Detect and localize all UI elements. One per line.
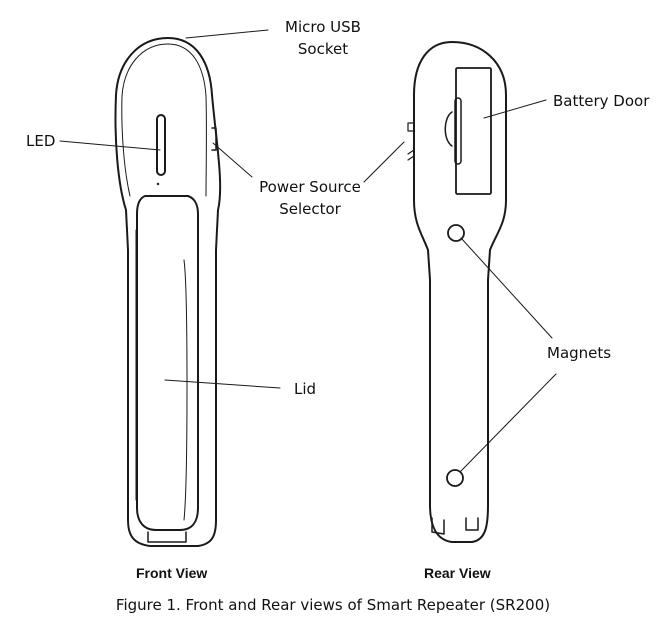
rear-bottom-clip-left	[431, 517, 445, 535]
leader-power-source-front	[212, 142, 253, 178]
figure-caption: Figure 1. Front and Rear views of Smart …	[115, 596, 551, 614]
label-power-source-line2: Selector	[279, 200, 341, 218]
label-power-source-selector: Power Source Selector	[252, 176, 368, 220]
leader-lines	[59, 29, 557, 473]
front-selector-bump	[211, 127, 217, 151]
battery-door	[455, 67, 492, 195]
rear-body-outline	[413, 41, 507, 543]
label-micro-usb-socket: Micro USB Socket	[268, 16, 378, 60]
leader-micro-usb	[185, 29, 269, 39]
label-lid: Lid	[294, 380, 317, 398]
front-lid	[136, 195, 199, 531]
front-body-outline	[114, 37, 222, 547]
label-micro-usb-line1: Micro USB	[285, 18, 361, 36]
leader-magnet-bottom	[459, 373, 557, 473]
rear-view-device	[407, 41, 507, 543]
label-micro-usb-line2: Socket	[297, 40, 349, 58]
label-magnets: Magnets	[547, 344, 612, 362]
led-indicator	[156, 114, 166, 176]
label-battery-door: Battery Door	[553, 92, 650, 110]
rear-bottom-clip-right	[465, 517, 479, 531]
magnet-bottom	[446, 469, 464, 487]
leader-battery-door	[483, 99, 547, 119]
battery-slot	[454, 97, 462, 165]
power-selector-switch	[407, 122, 415, 161]
leader-led	[59, 140, 161, 151]
front-bottom-clip	[147, 531, 187, 543]
front-view-device	[114, 37, 222, 547]
leader-magnet-top	[460, 237, 553, 339]
rear-view-title: Rear View	[424, 565, 491, 581]
magnet-top	[447, 224, 465, 242]
label-power-source-line1: Power Source	[259, 178, 361, 196]
label-led: LED	[26, 132, 56, 150]
leader-lid	[164, 379, 281, 389]
front-view-title: Front View	[136, 565, 208, 581]
leader-power-source-rear	[363, 141, 405, 183]
